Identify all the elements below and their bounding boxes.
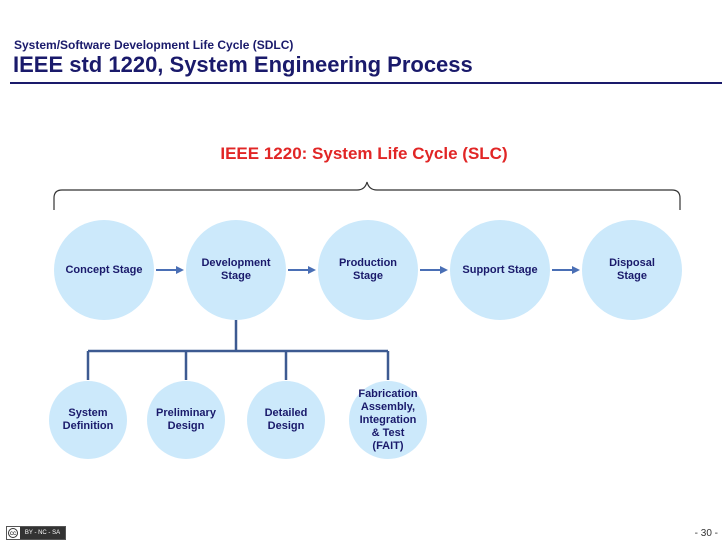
stage-label-disposal: Disposal Stage — [609, 257, 655, 282]
stage-circle-disposal — [582, 220, 682, 320]
cc-license-badge: cc BY - NC - SA — [6, 526, 66, 540]
substage-label-preliminary-design: Preliminary Design — [156, 407, 216, 432]
top-bar — [0, 0, 728, 28]
page-number: - 30 - — [694, 528, 718, 539]
substage-label-fait: Fabrication Assembly, Integration & Test… — [358, 387, 418, 452]
stage-circle-development — [186, 220, 286, 320]
slide-title: IEEE std 1220, System Engineering Proces… — [13, 52, 473, 77]
stage-label-support: Support Stage — [462, 263, 538, 276]
substage-circle-detailed-design — [247, 381, 325, 459]
cc-icon: cc — [8, 528, 18, 538]
lifecycle-brace — [53, 181, 681, 210]
substage-label-system-definition: System Definition — [62, 407, 114, 432]
cc-license-text: BY - NC - SA — [20, 527, 65, 539]
stage-label-concept: Concept Stage — [65, 263, 143, 276]
substage-label-detailed-design: Detailed Design — [264, 407, 308, 432]
slc-heading: IEEE 1220: System Life Cycle (SLC) — [220, 144, 508, 163]
slide-subtitle: System/Software Development Life Cycle (… — [14, 38, 294, 52]
stage-circle-support — [450, 220, 550, 320]
substage-circle-preliminary-design — [147, 381, 225, 459]
substage-circle-fait — [349, 381, 427, 459]
stage-circle-concept — [54, 220, 154, 320]
stage-circle-production — [318, 220, 418, 320]
substage-circle-system-definition — [49, 381, 127, 459]
title-underline — [10, 82, 722, 84]
stage-label-development: Development Stage — [201, 257, 271, 282]
stage-label-production: Production Stage — [338, 257, 398, 282]
